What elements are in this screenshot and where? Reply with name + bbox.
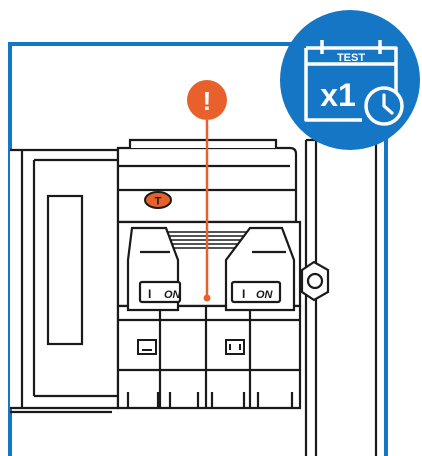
test-badge: TEST x1 [280,10,420,150]
right-switch-mark: I [242,287,245,301]
badge-label: TEST [337,52,365,64]
logo-letter: T [155,196,162,208]
clock-icon [366,88,402,124]
left-switch-on-label: ON [164,289,182,301]
left-switch-mark: I [148,287,151,301]
right-switch-on-label: ON [256,289,274,301]
brand-logo: T [145,192,171,208]
mounting-nut [302,262,328,300]
warning-symbol: ! [203,86,212,116]
badge-count: x1 [320,77,356,113]
enclosure-left [10,150,118,412]
